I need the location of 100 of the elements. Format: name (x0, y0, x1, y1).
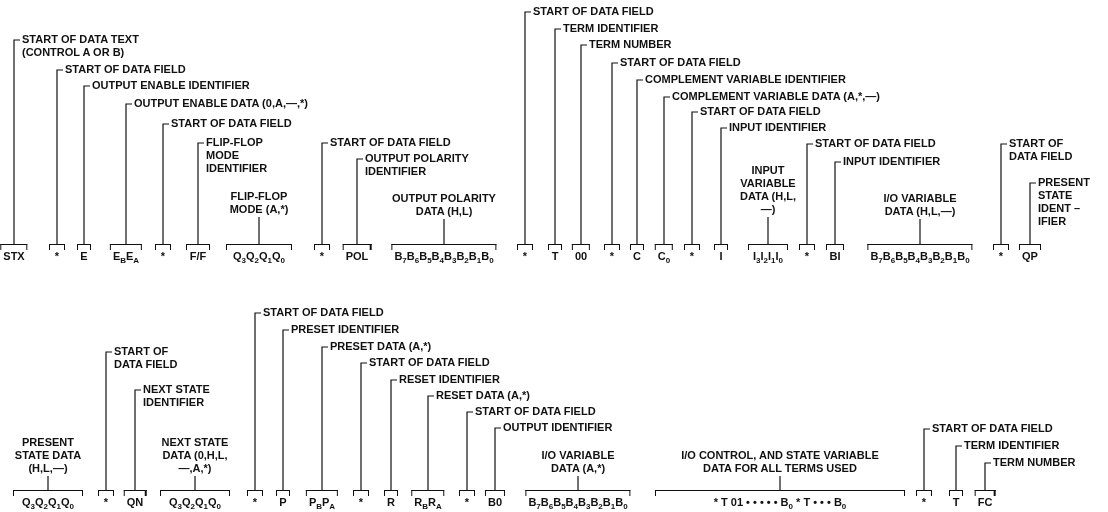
field-bracket: T (949, 490, 963, 508)
field-bracket: * (517, 244, 533, 262)
field-description: START OF DATA FIELD (263, 306, 384, 319)
leader-line (360, 362, 368, 491)
field-description: TERM IDENTIFIER (563, 22, 659, 35)
field-bracket: P (276, 490, 290, 508)
field-description: I/O CONTROL, AND STATE VARIABLE DATA FOR ALL TERMS USED (670, 449, 890, 475)
leader-line (466, 411, 474, 491)
leader-line (56, 69, 64, 245)
leader-line (1000, 143, 1008, 245)
field-bracket: T (548, 244, 562, 262)
field-bracket: * (916, 490, 932, 508)
leader-line (125, 103, 133, 245)
field-description: INPUT VARIABLE DATA (H,L,—) (738, 164, 798, 216)
field-bracket: P$_{B}$P$_{A}$ (305, 490, 339, 508)
leader-line (636, 79, 644, 245)
field-description: OUTPUT ENABLE IDENTIFIER (92, 79, 250, 92)
field-description: FLIP-FLOP MODE IDENTIFIER (206, 136, 281, 175)
leader-line (767, 216, 769, 245)
leader-line (282, 329, 290, 491)
field-bracket: C (630, 244, 644, 262)
leader-line (984, 462, 992, 491)
field-bracket: * (684, 244, 700, 262)
leader-line (390, 379, 398, 491)
field-bracket: * (98, 490, 114, 508)
field-bracket: B$_{7}$B$_{6}$B$_{5}$B$_{4}$B$_{3}$B$_{2}$B$_{1}$B$_{0}$ (525, 490, 631, 508)
field-bracket: F/F (186, 244, 210, 262)
leader-line (494, 427, 502, 491)
field-description: OUTPUT ENABLE DATA (0,A,—,*) (134, 97, 308, 110)
leader-line (1029, 182, 1037, 245)
field-bracket: Q$_{3}$Q$_{2}$Q$_{1}$Q$_{0}$ (13, 490, 83, 508)
field-bracket: * (604, 244, 620, 262)
field-description: I/O VARIABLE DATA (H,L,—) (867, 192, 973, 218)
field-description: START OF DATA FIELD (475, 405, 596, 418)
field-description: I/O VARIABLE DATA (A,*) (532, 449, 624, 475)
field-description: PRESET IDENTIFIER (291, 323, 400, 336)
leader-line (321, 142, 329, 245)
field-description: OUTPUT POLARITY DATA (H,L) (385, 192, 503, 218)
field-description: NEXT STATE DATA (0,H,L,—,A,*) (149, 436, 241, 475)
leader-line (134, 389, 142, 491)
field-bracket: STX (0, 244, 28, 262)
field-description: OUTPUT IDENTIFIER (503, 421, 613, 434)
field-description: START OF DATA FIELD (369, 356, 490, 369)
leader-line (47, 475, 49, 491)
field-description: FLIP-FLOP MODE (A,*) (219, 190, 299, 216)
leader-line (258, 216, 260, 245)
field-description: START OF DATA FIELD (815, 137, 936, 150)
field-bracket: E (77, 244, 91, 262)
field-bracket: * (314, 244, 330, 262)
leader-line (955, 445, 963, 491)
field-description: TERM NUMBER (589, 38, 672, 51)
leader-line (779, 475, 781, 491)
field-bracket: R$_{B}$R$_{A}$ (411, 490, 445, 508)
field-description: PRESET DATA (A,*) (330, 340, 432, 353)
field-description: TERM NUMBER (993, 456, 1076, 469)
leader-line (105, 351, 113, 491)
field-bracket: QP (1019, 244, 1041, 262)
field-bracket: E$_{B}$E$_{A}$ (109, 244, 143, 262)
field-bracket: FC (974, 490, 996, 508)
field-bracket: I$_{3}$I$_{2}$I$_{1}$I$_{0}$ (748, 244, 788, 262)
field-description: PRESENT STATE IDENT – IFIER (1038, 176, 1096, 228)
leader-line (580, 44, 588, 245)
field-bracket: * (247, 490, 263, 508)
field-description: START OF DATA FIELD (1009, 137, 1089, 163)
leader-line (554, 28, 562, 245)
field-description: INPUT IDENTIFIER (843, 155, 941, 168)
leader-line (834, 161, 842, 245)
leader-line (254, 312, 262, 491)
field-bracket: B$_{7}$B$_{6}$B$_{5}$B$_{4}$B$_{3}$B$_{2}$B$_{1}$B$_{0}$ (391, 244, 497, 262)
field-bracket: B0 (484, 490, 506, 508)
field-bracket: QN (123, 490, 147, 508)
field-bracket: BI (826, 244, 844, 262)
leader-line (691, 111, 699, 245)
leader-line (923, 428, 931, 491)
field-description: START OF DATA FIELD (700, 105, 821, 118)
field-bracket: R (384, 490, 398, 508)
leader-line (611, 62, 619, 245)
field-bracket: * (49, 244, 65, 262)
leader-line (919, 218, 921, 245)
field-bracket: * (353, 490, 369, 508)
field-bracket: I (714, 244, 728, 262)
field-description: OUTPUT POLARITY IDENTIFIER (365, 152, 475, 178)
leader-line (577, 475, 579, 491)
field-description: PRESENT STATE DATA (H,L,—) (7, 436, 89, 475)
leader-line (197, 142, 205, 245)
field-description: START OF DATA TEXT (CONTROL A OR B) (22, 33, 152, 59)
field-bracket: Q$_{3}$Q$_{2}$Q$_{1}$Q$_{0}$ (226, 244, 292, 262)
field-description: START OF DATA FIELD (171, 117, 292, 130)
field-description: START OF DATA FIELD (330, 136, 451, 149)
field-bracket: Q$_{3}$Q$_{2}$Q$_{1}$Q$_{0}$ (160, 490, 230, 508)
leader-line (356, 158, 364, 245)
leader-line (321, 346, 329, 491)
leader-line (427, 395, 435, 491)
field-description: START OF DATA FIELD (114, 345, 194, 371)
field-description: INPUT IDENTIFIER (729, 121, 827, 134)
field-bracket: * (993, 244, 1009, 262)
field-bracket: * (155, 244, 171, 262)
field-description: NEXT STATE IDENTIFIER (143, 383, 233, 409)
leader-line (162, 123, 170, 245)
field-bracket: POL (342, 244, 372, 262)
